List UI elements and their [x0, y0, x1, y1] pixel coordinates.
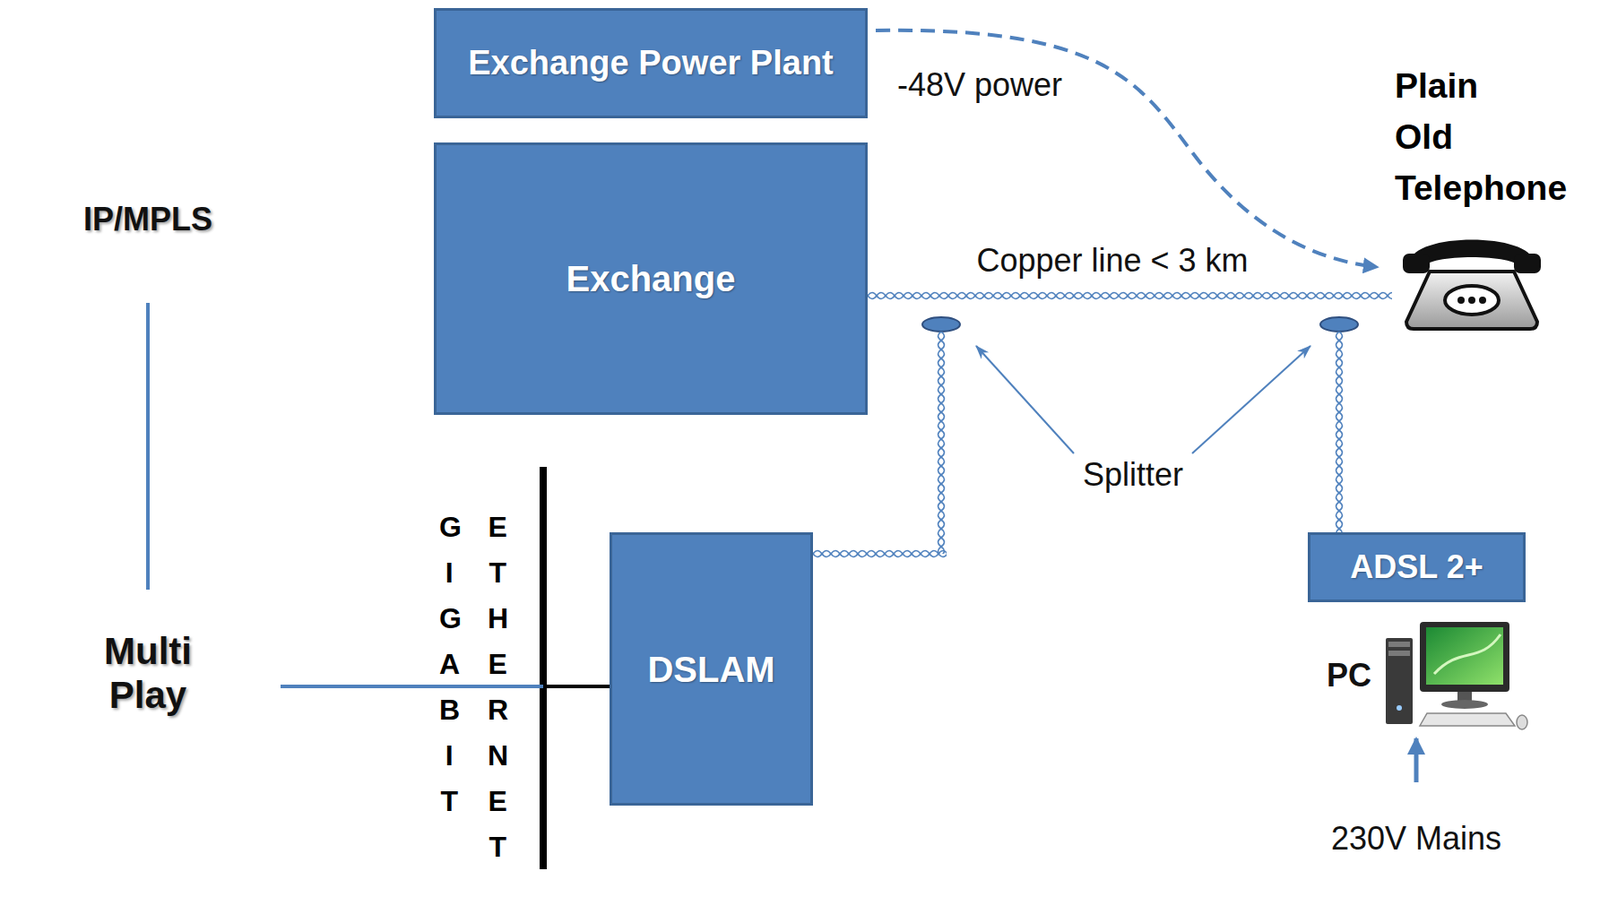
splitter-symbol — [922, 317, 960, 332]
dslam-box: DSLAM — [609, 532, 813, 806]
cloud-label: Multi Play — [85, 630, 211, 718]
exchange-box: Exchange — [433, 142, 868, 416]
mains-power-arrow — [1414, 738, 1419, 783]
text-slot: -48V power — [897, 65, 1063, 104]
cloud-label: IP/MPLS — [83, 200, 213, 238]
box-label: Exchange — [566, 258, 736, 300]
twisted-pair-wire — [935, 331, 947, 554]
modem-box: ADSL 2+ — [1307, 532, 1526, 603]
dial-dot — [1457, 296, 1465, 304]
pc-tower — [1385, 638, 1413, 725]
handset-mouthpiece — [1513, 253, 1541, 274]
pc-icon — [1385, 622, 1528, 730]
network-cloud: IP/MPLS — [9, 132, 286, 306]
power-led — [1396, 705, 1402, 711]
leader-line — [1192, 345, 1311, 454]
twisted-pair-drop — [935, 331, 947, 554]
dial-dot — [1478, 296, 1487, 304]
dashed-power-arrow — [875, 30, 1378, 268]
connector — [867, 290, 1393, 302]
telephone-node: Plain Old Telephone — [1392, 55, 1595, 329]
cloud-shape — [13, 138, 281, 306]
keyboard — [1419, 713, 1515, 727]
twisted-pair-wire — [812, 548, 947, 560]
connector-line — [146, 302, 150, 590]
monitor — [1419, 622, 1510, 692]
connector — [147, 302, 149, 590]
dial-window — [1444, 285, 1499, 315]
text-slot: 230V Mains — [1192, 819, 1600, 858]
phone-body — [1406, 271, 1538, 329]
free-label: 230V Mains — [1192, 819, 1600, 858]
screen-swoosh — [1434, 634, 1501, 675]
network-cloud: Multi Play — [9, 587, 286, 761]
twisted-pair-drop — [812, 548, 947, 560]
ellipse-shape — [1241, 509, 1592, 874]
pc-label: PC — [1124, 656, 1574, 695]
bus-label: ETHERNET — [487, 504, 517, 871]
gigabit-ethernet-bar — [539, 467, 547, 870]
ellipse-shape — [369, 441, 917, 891]
box-label: Exchange Power Plant — [467, 43, 834, 84]
twisted-pair-wire — [1333, 331, 1345, 533]
exchange-site-ellipse: GIGABIT ETHERNET DSLAM — [367, 439, 919, 893]
customer-premises-circle: PCADSL 2+ — [1239, 507, 1594, 876]
splitter-symbol — [1320, 317, 1358, 332]
cloud-shape — [13, 592, 281, 761]
edge-label: -48V power — [897, 65, 1063, 104]
free-label: Splitter — [908, 455, 1358, 494]
connector-line — [543, 684, 610, 689]
handset-earpiece — [1402, 253, 1430, 274]
twisted-pair-wire — [867, 290, 1393, 302]
telephone-icon — [1402, 240, 1541, 330]
dial-dot — [1468, 296, 1476, 304]
monitor-base — [1441, 700, 1488, 710]
text-slot: ETHERNET — [487, 504, 517, 871]
monitor-screen — [1426, 627, 1504, 685]
box-label: DSLAM — [647, 648, 775, 691]
text-slot: Splitter — [908, 455, 1358, 494]
bus-label: GIGABIT — [439, 504, 468, 825]
drive-slot — [1388, 650, 1410, 657]
text-slot: GIGABIT — [439, 504, 468, 825]
mouse — [1516, 715, 1528, 730]
twisted-pair-drop — [1333, 331, 1345, 533]
connector — [280, 686, 610, 688]
telephone-heading: Plain Old Telephone — [1394, 60, 1588, 214]
connector-line — [280, 684, 544, 689]
leader-line — [976, 345, 1074, 454]
edge-label: Copper line < 3 km — [888, 241, 1337, 280]
power-plant-box: Exchange Power Plant — [433, 8, 868, 119]
text-slot: Plain Old Telephone — [1394, 60, 1588, 214]
drive-slot — [1388, 641, 1410, 648]
text-slot: Copper line < 3 km — [888, 241, 1337, 280]
twisted-pair-line — [867, 290, 1393, 302]
text-slot: PC — [1124, 656, 1574, 695]
connector — [875, 30, 1378, 268]
box-label: ADSL 2+ — [1349, 548, 1483, 586]
